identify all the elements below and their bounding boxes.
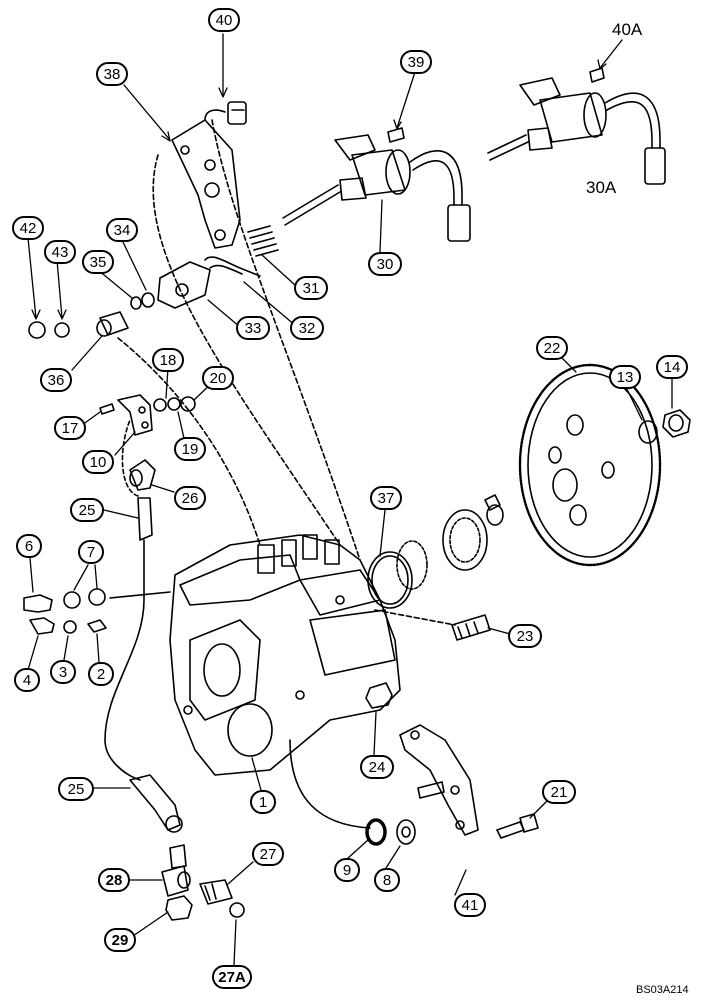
callout-37: 37 — [370, 486, 402, 510]
callout-25b: 25 — [58, 777, 94, 801]
callout-17: 17 — [54, 416, 86, 440]
callout-3: 3 — [50, 660, 76, 684]
bracket-41 — [399, 724, 479, 836]
callout-2: 2 — [88, 662, 114, 686]
nut-42 — [28, 321, 46, 339]
fitting-27 — [199, 879, 233, 905]
callout-7: 7 — [78, 540, 104, 564]
callout-19: 19 — [174, 437, 206, 461]
washer-13 — [638, 420, 658, 444]
bolt-21 — [496, 813, 539, 839]
callout-13: 13 — [609, 365, 641, 389]
callout-9: 9 — [334, 858, 360, 882]
o-ring-37 — [367, 551, 413, 609]
callout-29: 29 — [104, 928, 136, 952]
callout-1: 1 — [250, 790, 276, 814]
callout-22: 22 — [536, 336, 568, 360]
clip-32 — [204, 256, 261, 277]
block-10 — [99, 394, 196, 436]
callout-21: 21 — [542, 780, 576, 804]
callout-42: 42 — [12, 216, 44, 240]
callout-32: 32 — [290, 316, 324, 340]
fittings-left — [23, 588, 107, 635]
callout-34: 34 — [106, 218, 138, 242]
callout-8: 8 — [374, 868, 400, 892]
solenoid-30a — [487, 77, 666, 185]
callout-23: 23 — [508, 624, 542, 648]
callout-33: 33 — [236, 316, 270, 340]
callout-6: 6 — [16, 534, 42, 558]
nut-24 — [365, 682, 393, 709]
callout-18: 18 — [152, 348, 184, 372]
solenoid-30 — [282, 134, 471, 242]
washer-8 — [396, 819, 416, 845]
callout-26: 26 — [174, 486, 206, 510]
drive-gear-22 — [518, 363, 662, 567]
nut-14 — [662, 409, 691, 438]
o-ring-27a — [229, 902, 245, 918]
stud-23 — [451, 614, 491, 641]
callout-28: 28 — [98, 868, 130, 892]
callout-39: 39 — [400, 50, 432, 74]
callout-4: 4 — [14, 668, 40, 692]
callout-20: 20 — [202, 366, 234, 390]
lever-33 — [157, 261, 211, 309]
label-30a: 30A — [586, 178, 617, 197]
elbow-26 — [129, 459, 156, 491]
gear-hub — [396, 494, 504, 590]
callout-40: 40 — [208, 8, 240, 32]
washers-34-35 — [130, 292, 155, 310]
callout-24: 24 — [360, 755, 394, 779]
callout-35: 35 — [82, 250, 114, 274]
o-ring-9 — [365, 818, 387, 846]
callout-31: 31 — [294, 276, 328, 300]
callout-36: 36 — [40, 368, 72, 392]
washer-43 — [54, 322, 70, 338]
callout-27a: 27A — [212, 965, 252, 989]
callout-25a: 25 — [70, 498, 104, 522]
figure-code: BS03A214 — [636, 984, 689, 996]
callout-30: 30 — [368, 252, 402, 276]
pipe-25 — [104, 497, 183, 833]
callout-27: 27 — [252, 842, 284, 866]
bracket-38 — [171, 109, 241, 249]
callout-41: 41 — [454, 893, 486, 917]
nut-36 — [96, 311, 129, 337]
tee-28 — [161, 844, 191, 897]
callout-43: 43 — [44, 240, 76, 264]
spring-31 — [247, 225, 279, 257]
callout-10: 10 — [82, 450, 114, 474]
callout-38: 38 — [96, 62, 128, 86]
nut-29 — [165, 895, 193, 921]
label-40a: 40A — [612, 20, 643, 39]
callout-14: 14 — [656, 355, 688, 379]
injection-pump-1 — [169, 534, 401, 776]
